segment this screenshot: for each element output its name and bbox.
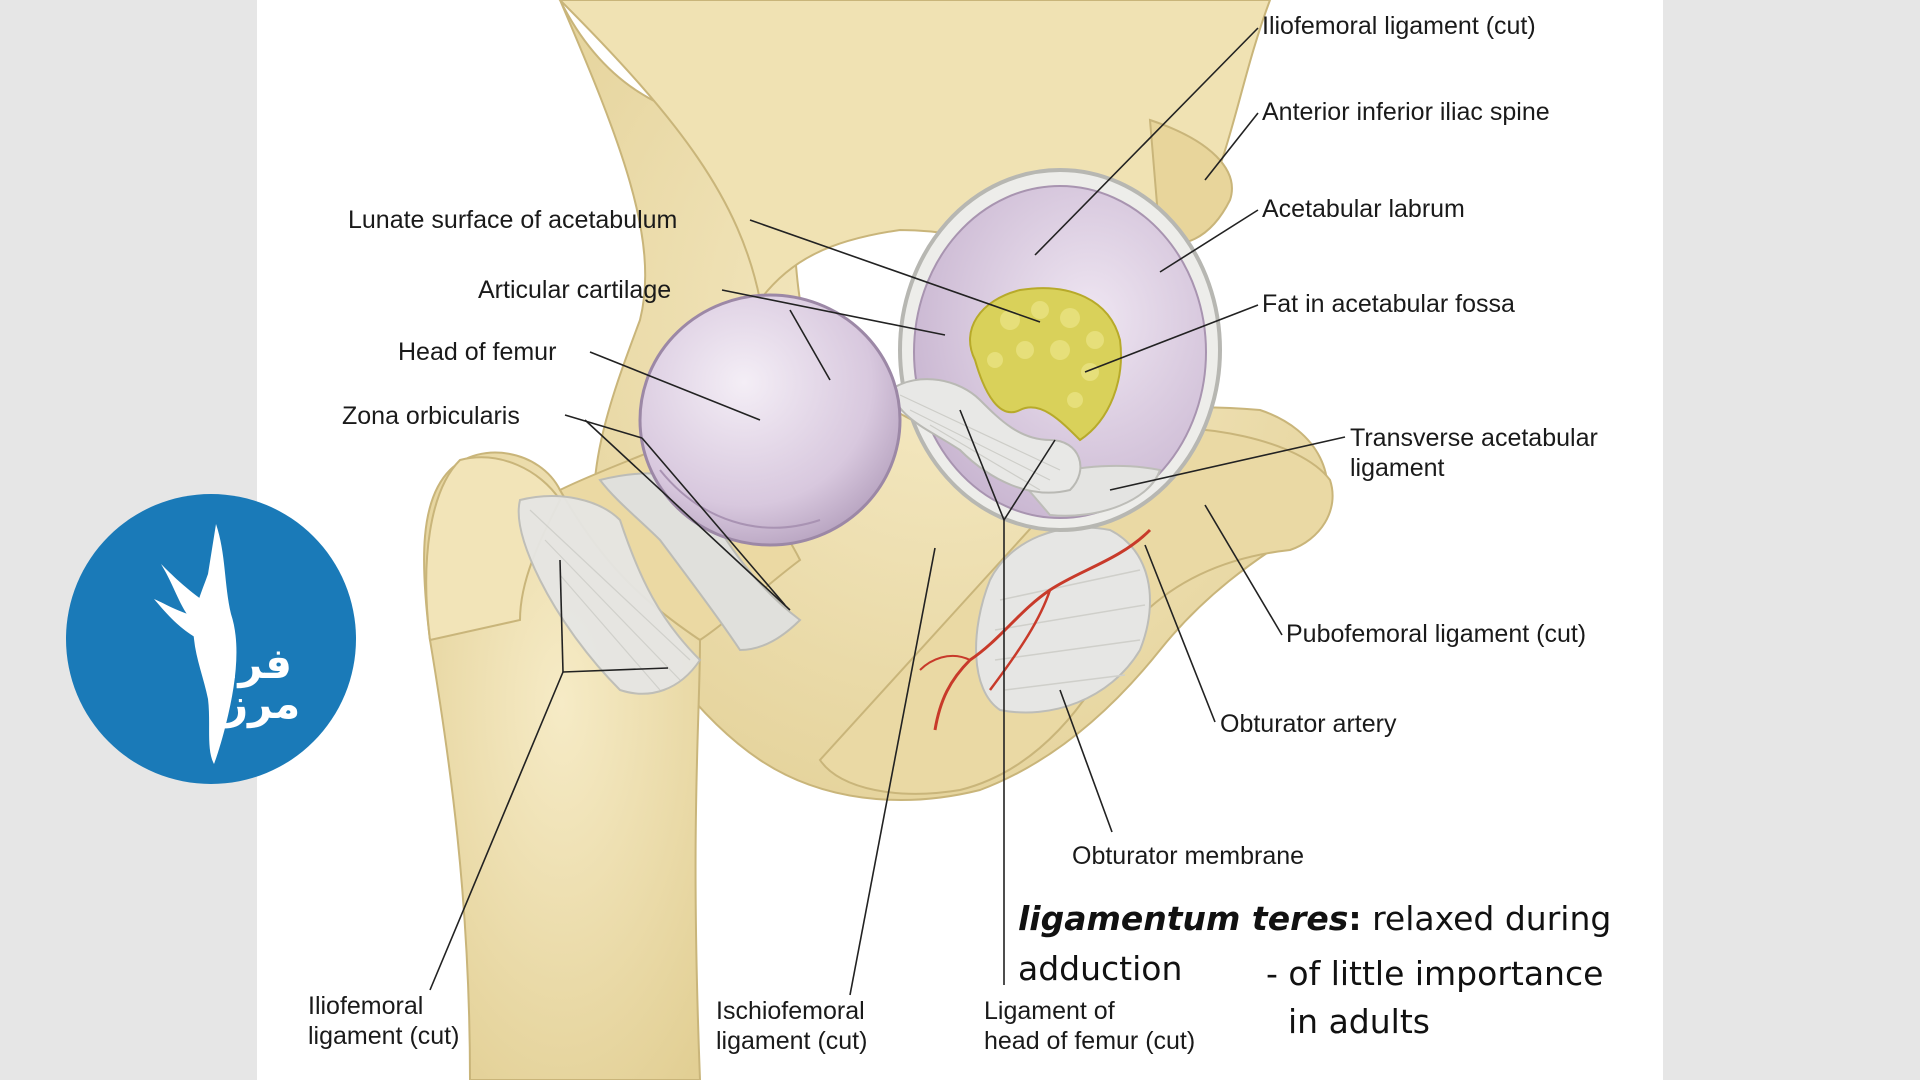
label-ligament-head-line1: Ligament of bbox=[984, 997, 1115, 1025]
label-pubofemoral-cut: Pubofemoral ligament (cut) bbox=[1286, 620, 1587, 648]
obturator-artery-shape bbox=[933, 528, 1152, 731]
brand-text-line2: مرز bbox=[224, 679, 301, 728]
label-transverse-acetabular-line2: ligament bbox=[1350, 454, 1445, 482]
note-line2: adduction bbox=[1018, 949, 1183, 988]
label-acetabular-labrum: Acetabular labrum bbox=[1262, 195, 1465, 223]
note-line1-rest: relaxed during bbox=[1361, 899, 1612, 938]
note-bullet-line1: - of little importance bbox=[1266, 954, 1604, 993]
note-colon: : bbox=[1348, 899, 1362, 938]
leader-lines bbox=[429, 27, 1346, 996]
note-bullet-line2: in adults bbox=[1288, 1002, 1430, 1041]
label-ligament-head-line2: head of femur (cut) bbox=[984, 1027, 1196, 1055]
ligamentum-teres-shape bbox=[888, 378, 1082, 494]
note-line1: ligamentum teres: relaxed during bbox=[1018, 900, 1611, 938]
label-lunate-surface: Lunate surface of acetabulum bbox=[348, 206, 678, 234]
label-ischiofemoral-line1: Ischiofemoral bbox=[716, 997, 865, 1025]
brand-text-line1: فرا bbox=[224, 639, 293, 688]
label-obturator-artery: Obturator artery bbox=[1220, 710, 1397, 738]
label-iliofemoral-bottom-line2: ligament (cut) bbox=[308, 1022, 460, 1050]
head-of-femur-shape bbox=[638, 293, 902, 547]
iliofemoral-ligament-shape bbox=[517, 495, 702, 695]
label-iliofemoral-bottom-line1: Iliofemoral bbox=[308, 992, 424, 1020]
winged-figure-icon bbox=[154, 524, 237, 764]
label-obturator-membrane: Obturator membrane bbox=[1072, 842, 1305, 870]
note-term: ligamentum teres bbox=[1018, 899, 1349, 938]
label-anterior-inferior-iliac-spine: Anterior inferior iliac spine bbox=[1262, 98, 1550, 126]
label-head-of-femur: Head of femur bbox=[398, 338, 557, 366]
label-articular-cartilage: Articular cartilage bbox=[478, 276, 672, 304]
brand-logo: فرا مرز bbox=[66, 494, 356, 784]
label-transverse-acetabular-line1: Transverse acetabular bbox=[1350, 424, 1598, 452]
label-ischiofemoral-line2: ligament (cut) bbox=[716, 1027, 868, 1055]
label-fat-in-acetabular-fossa: Fat in acetabular fossa bbox=[1262, 290, 1515, 318]
label-iliofemoral-cut-top: Iliofemoral ligament (cut) bbox=[1262, 12, 1536, 40]
label-zona-orbicularis: Zona orbicularis bbox=[342, 402, 520, 430]
